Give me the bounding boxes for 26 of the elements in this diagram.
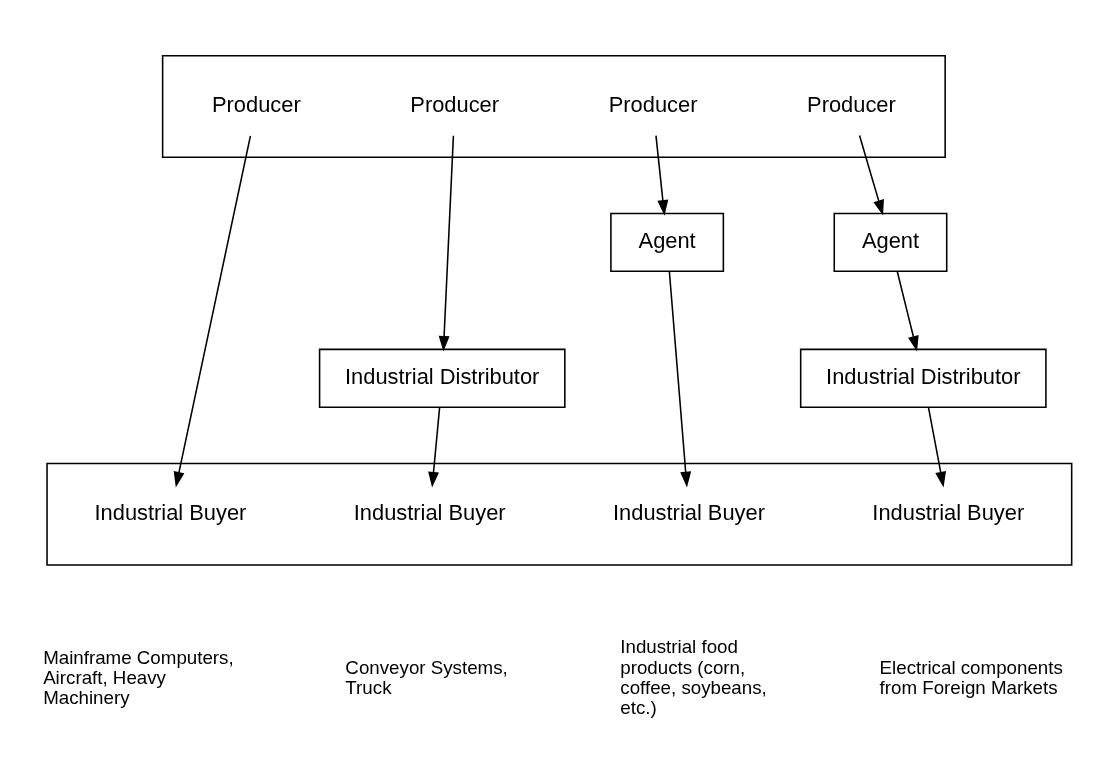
node-box: Agent <box>610 212 725 273</box>
label: Mainframe Computers, Aircraft, Heavy Machinery <box>43 646 234 709</box>
label: Conveyor Systems, Truck <box>345 656 508 698</box>
node-box: Industrial Distributor <box>799 348 1047 408</box>
node-box: Industrial Distributor <box>318 348 566 408</box>
node-text: Producer <box>410 92 500 118</box>
cluster <box>46 462 1073 566</box>
node-text: Producer <box>608 92 698 118</box>
arrow <box>173 135 252 488</box>
cluster <box>161 54 946 159</box>
arrow <box>428 406 441 488</box>
arrow <box>655 134 669 216</box>
arrow <box>927 406 947 488</box>
node-text: Producer <box>807 92 896 118</box>
arrow <box>438 135 455 352</box>
node-text: Industrial Buyer <box>94 499 247 525</box>
label: Electrical components from Foreign Markets <box>879 656 1063 698</box>
node-text: Producer <box>211 92 301 118</box>
arrow <box>896 270 919 352</box>
node-text: Industrial Buyer <box>613 499 765 525</box>
node-box: Agent <box>833 212 948 273</box>
node-text: Industrial Buyer <box>353 499 506 525</box>
arrow <box>668 270 692 488</box>
label: Industrial food products (corn, coffee, soybeans, etc.) <box>620 636 767 719</box>
node-text: Industrial Buyer <box>872 499 1025 525</box>
arrow <box>858 134 884 216</box>
